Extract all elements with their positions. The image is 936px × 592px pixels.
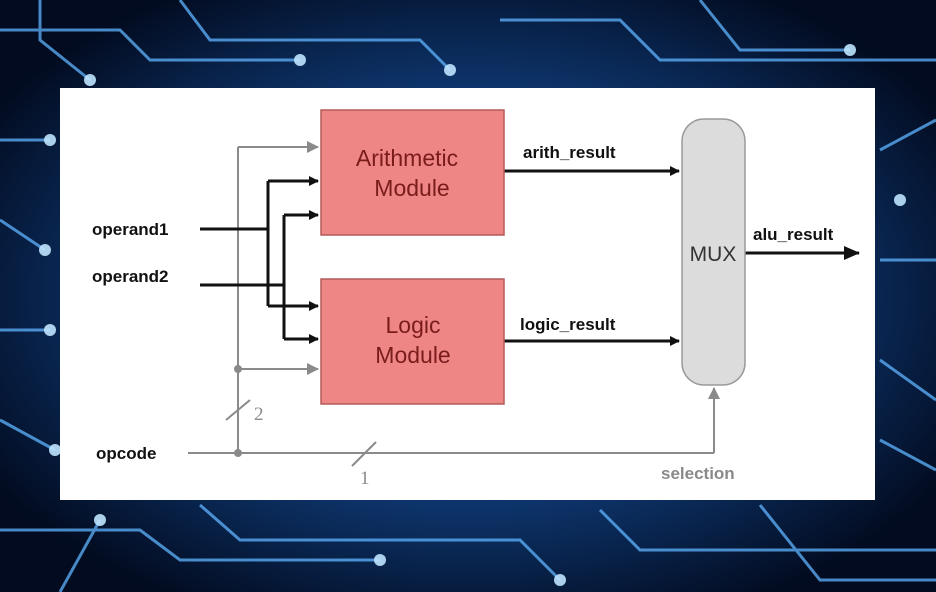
logic-module-label-line1: Logic (386, 312, 441, 338)
logic-module-label-line2: Module (375, 342, 450, 368)
mux-label: MUX (690, 243, 737, 266)
opcode-junction-dot (234, 365, 242, 373)
bus-width-label-opcode-to-modules: 2 (254, 404, 264, 425)
selection-label: selection (661, 464, 735, 483)
logic-result-label: logic_result (520, 315, 616, 334)
arith-result-label: arith_result (523, 143, 616, 162)
operand-wiring (200, 166, 860, 346)
operand2-label: operand2 (92, 267, 169, 286)
operand1-label: operand1 (92, 220, 169, 239)
arithmetic-module-label-line1: Arithmetic (356, 145, 458, 171)
mux-block: MUX (681, 118, 746, 386)
opcode-junction-dot (234, 449, 242, 457)
alu-result-label: alu_result (753, 225, 834, 244)
logic-module: Logic Module (320, 278, 505, 405)
bus-width-label-opcode-to-mux: 1 (360, 468, 370, 489)
arithmetic-module-label-line2: Module (374, 175, 449, 201)
opcode-label: opcode (96, 444, 156, 463)
arithmetic-module: Arithmetic Module (320, 109, 505, 236)
opcode-wiring (188, 141, 720, 467)
